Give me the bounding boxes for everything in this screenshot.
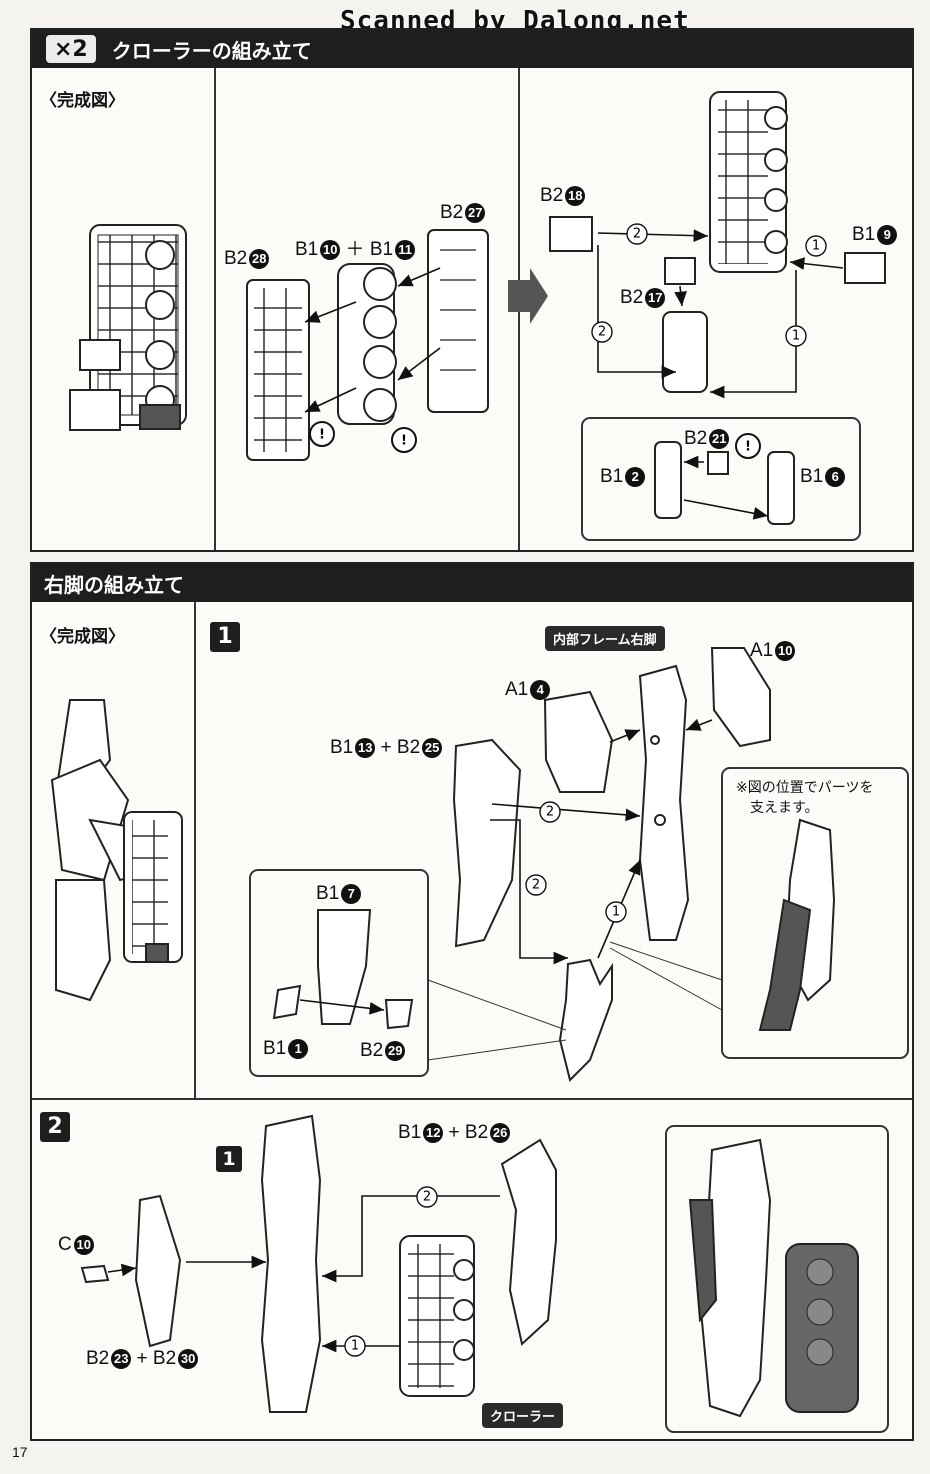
section-title: クローラーの組み立て xyxy=(111,38,312,63)
panel-divider xyxy=(32,1098,912,1100)
svg-text:2: 2 xyxy=(598,325,606,340)
pin-part-c10 xyxy=(80,1264,110,1284)
completed-label: 〈完成図〉 xyxy=(40,91,125,111)
svg-text:1: 1 xyxy=(792,329,800,344)
crawler-tread-part xyxy=(246,279,310,461)
panel-divider xyxy=(214,68,216,550)
panel-divider xyxy=(194,602,196,1098)
part-clip xyxy=(664,257,696,285)
warning-icon: ! xyxy=(735,433,761,459)
support-note: ※図の位置でパーツを 支えます。 xyxy=(736,778,873,818)
svg-text:2: 2 xyxy=(423,1190,431,1205)
support-note-line: ※図の位置でパーツを xyxy=(736,780,874,796)
crawler-step2-illustration xyxy=(399,1235,475,1397)
inner-frame-right-leg-part xyxy=(638,664,690,941)
part-block xyxy=(844,252,886,284)
shin-armor-part xyxy=(452,738,522,948)
crawler-inner-frame-part xyxy=(427,229,489,413)
section-title: 右脚の組み立て xyxy=(44,572,184,597)
section-header: ×2 クローラーの組み立て xyxy=(32,30,912,68)
completed-label: 〈完成図〉 xyxy=(40,627,125,647)
svg-text:1: 1 xyxy=(612,905,620,920)
step-badge: 2 xyxy=(40,1112,70,1142)
svg-text:!: ! xyxy=(745,440,751,455)
support-note-line: 支えます。 xyxy=(750,800,819,816)
section-header: 右脚の組み立て xyxy=(32,564,912,602)
armor-part-a1-4 xyxy=(543,690,614,793)
part-panel xyxy=(662,311,708,393)
next-step-arrow xyxy=(508,268,548,324)
completed-crawler-illustration xyxy=(69,224,187,431)
svg-text:2: 2 xyxy=(546,805,554,820)
armor-part-a1-10 xyxy=(710,647,771,748)
crawler-wheel-frame-part xyxy=(337,263,397,425)
page-number: 17 xyxy=(12,1444,28,1460)
crawler-tag: クローラー xyxy=(482,1403,564,1428)
multiplier-badge: ×2 xyxy=(46,35,96,63)
svg-text:!: ! xyxy=(319,428,325,443)
warning-icon: ! xyxy=(391,427,417,453)
part-block xyxy=(549,216,593,252)
frame-tag: 内部フレーム右脚 xyxy=(545,626,665,651)
leg-frame-step2 xyxy=(260,1114,322,1413)
crawler-assembled-illustration xyxy=(709,91,788,273)
svg-text:1: 1 xyxy=(351,1339,359,1354)
step-badge: 1 xyxy=(210,622,240,652)
svg-text:2: 2 xyxy=(532,878,540,893)
thigh-armor-part xyxy=(500,1138,557,1346)
svg-text:2: 2 xyxy=(633,227,641,242)
completed-leg-illustration xyxy=(50,699,183,1002)
knee-joint-part xyxy=(558,958,613,1082)
svg-text:1: 1 xyxy=(812,239,820,254)
reference-step-badge: 1 xyxy=(216,1146,242,1172)
svg-text:!: ! xyxy=(401,434,407,449)
armor-plate-part xyxy=(134,1194,182,1348)
warning-icon: ! xyxy=(309,421,335,447)
